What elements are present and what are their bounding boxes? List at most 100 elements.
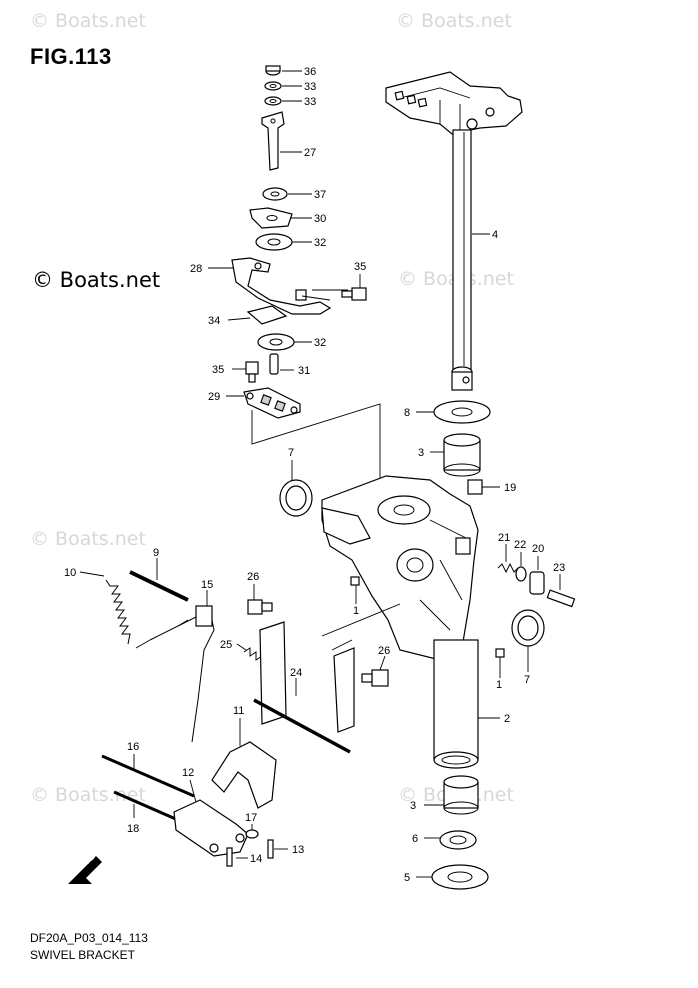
- part-pin-14: [226, 847, 233, 867]
- callout-25: 25: [220, 639, 232, 651]
- part-bush-7a: [279, 479, 313, 517]
- fwd-arrow-icon: FWD: [68, 850, 102, 884]
- callout-9: 9: [153, 547, 159, 559]
- part-spring-21: [497, 562, 519, 574]
- part-spring-10: [105, 579, 131, 645]
- callout-26: 26: [378, 645, 390, 657]
- callout-37: 37: [314, 189, 326, 201]
- part-washer-32a: [255, 233, 293, 251]
- part-bush-7b: [511, 609, 545, 647]
- callout-36: 36: [304, 66, 316, 78]
- diagram-code: DF20A_P03_014_113: [30, 931, 148, 945]
- callout-15: 15: [201, 579, 213, 591]
- watermark: © Boats.net: [30, 10, 146, 32]
- callout-2: 2: [504, 713, 510, 725]
- callout-7: 7: [288, 447, 294, 459]
- callout-22: 22: [514, 539, 526, 551]
- part-bolt-26b: [361, 669, 389, 687]
- part-washer-8: [433, 400, 491, 424]
- callout-7: 7: [524, 674, 530, 686]
- part-link-15: [149, 605, 215, 743]
- part-bolt-35b: [245, 361, 259, 383]
- callout-3: 3: [410, 800, 416, 812]
- part-lever-28: [231, 257, 348, 315]
- callout-19: 19: [504, 482, 516, 494]
- callout-33: 33: [304, 96, 316, 108]
- diagram-name: SWIVEL BRACKET: [30, 948, 135, 962]
- callout-29: 29: [208, 391, 220, 403]
- part-rod-9: [129, 570, 189, 602]
- callout-1: 1: [353, 605, 359, 617]
- callout-17: 17: [245, 812, 257, 824]
- callout-5: 5: [404, 872, 410, 884]
- callout-18: 18: [127, 823, 139, 835]
- callout-21: 21: [498, 532, 510, 544]
- callout-8: 8: [404, 407, 410, 419]
- part-pin-31: [269, 353, 279, 375]
- part-pin-13: [267, 839, 274, 859]
- part-washer-33b: [264, 96, 282, 106]
- part-cam-12: [173, 799, 249, 857]
- part-swivel-bracket: [321, 475, 479, 769]
- part-bolt-27: [261, 111, 285, 171]
- callout-28: 28: [190, 263, 202, 275]
- callout-4: 4: [492, 229, 498, 241]
- part-lever-24: [253, 621, 355, 754]
- part-washer-6: [439, 830, 477, 850]
- callout-6: 6: [412, 833, 418, 845]
- part-spacer-19: [467, 479, 483, 495]
- callout-23: 23: [553, 562, 565, 574]
- brand-label: © Boats.net: [32, 268, 161, 292]
- part-bracket-29: [243, 387, 301, 419]
- part-washer-17: [245, 829, 259, 839]
- leader-lines: [79, 70, 561, 878]
- watermark: © Boats.net: [396, 10, 512, 32]
- callout-10: 10: [64, 567, 76, 579]
- part-bush-3b: [443, 775, 479, 815]
- part-rod-16: [101, 754, 195, 798]
- part-fitting-1a: [350, 576, 360, 586]
- callout-26: 26: [247, 571, 259, 583]
- callout-12: 12: [182, 767, 194, 779]
- part-steering-shaft: [385, 71, 523, 391]
- leader-29-to-bracket: [251, 403, 381, 486]
- callout-14: 14: [250, 853, 262, 865]
- part-bolt-35a: [341, 287, 367, 301]
- callout-11: 11: [233, 705, 244, 717]
- callout-27: 27: [304, 147, 316, 159]
- part-bush-3a: [443, 433, 481, 477]
- part-washer-32b: [257, 333, 295, 351]
- callout-numbers: 36 33 33 27 37 30 32 28 35 34 32 35 31 2…: [64, 66, 565, 884]
- callout-34: 34: [208, 315, 220, 327]
- part-washer-33a: [264, 81, 282, 91]
- part-bolt-23: [546, 589, 576, 608]
- watermark: © Boats.net: [30, 784, 146, 806]
- part-washer-5: [431, 864, 489, 890]
- callout-35: 35: [212, 364, 224, 376]
- callout-13: 13: [292, 844, 304, 856]
- part-bolt-26a: [247, 599, 273, 615]
- callout-32: 32: [314, 237, 326, 249]
- callout-1: 1: [496, 679, 502, 691]
- part-fitting-1b: [495, 648, 505, 658]
- part-washer-22: [515, 566, 527, 582]
- part-washer-37: [262, 187, 288, 201]
- watermark: © Boats.net: [30, 528, 146, 550]
- part-bracket-11: [211, 741, 277, 809]
- callout-20: 20: [532, 543, 544, 555]
- callout-33: 33: [304, 81, 316, 93]
- part-plate-34: [246, 305, 288, 325]
- part-nut-36: [265, 65, 281, 76]
- figure-title: FIG.113: [30, 44, 112, 69]
- callout-3: 3: [418, 447, 424, 459]
- callout-32: 32: [314, 337, 326, 349]
- callout-16: 16: [127, 741, 139, 753]
- part-rod-18: [113, 790, 179, 822]
- callout-24: 24: [290, 667, 302, 679]
- part-plate-30: [249, 207, 293, 229]
- part-knob-20: [529, 571, 545, 595]
- callout-35: 35: [354, 261, 366, 273]
- callout-31: 31: [298, 365, 310, 377]
- callout-30: 30: [314, 213, 326, 225]
